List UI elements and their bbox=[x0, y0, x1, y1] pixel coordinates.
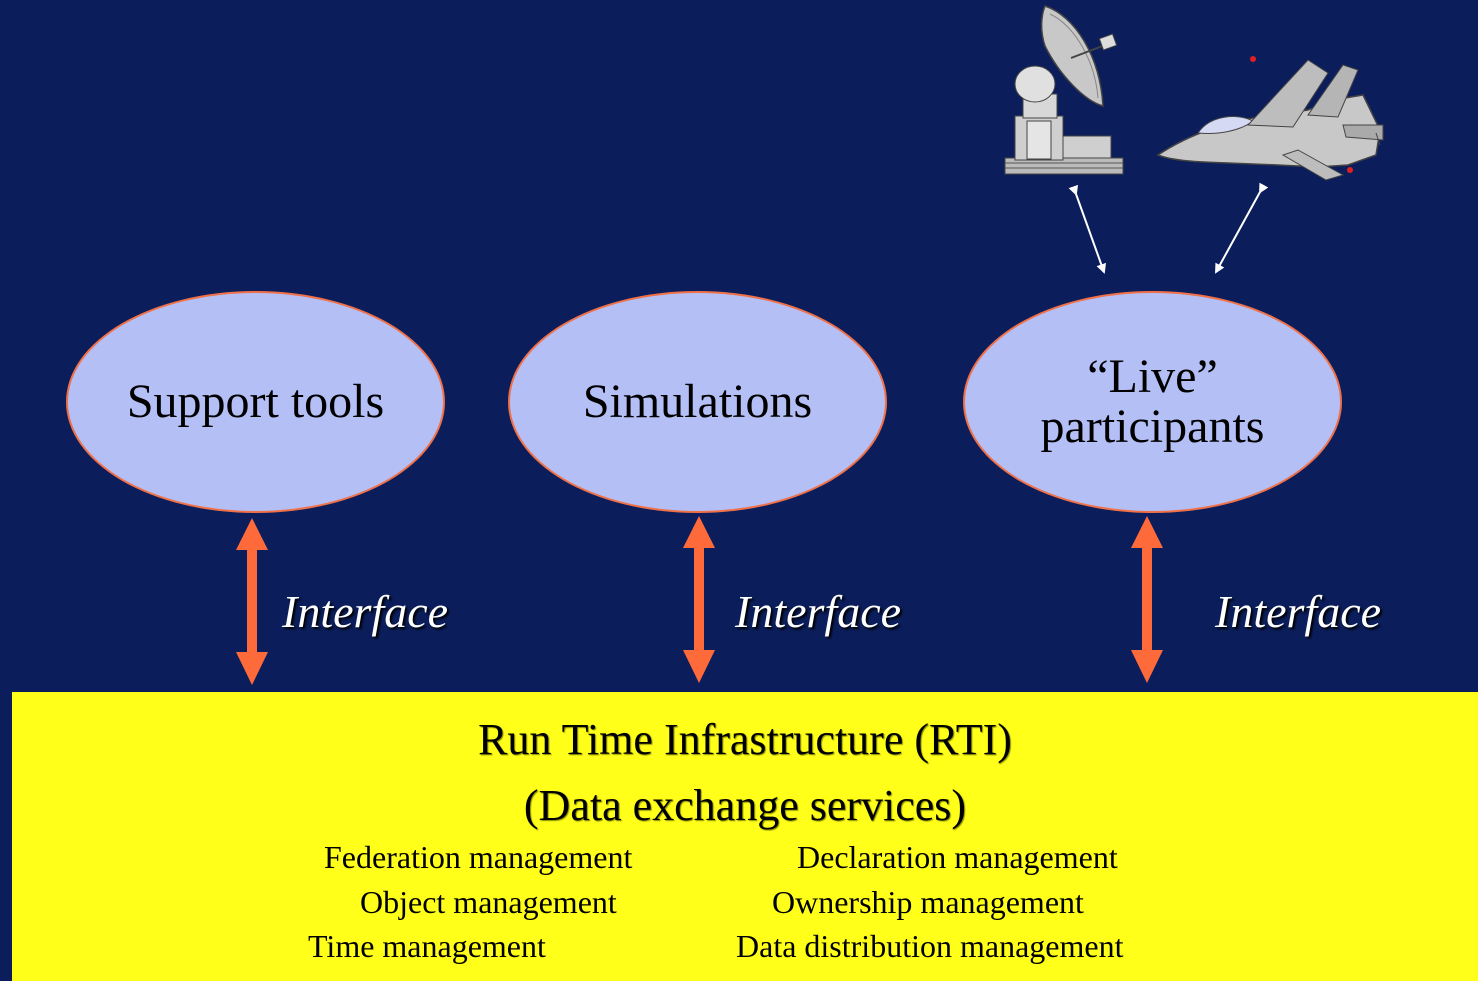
interface-arrow-1 bbox=[236, 518, 268, 685]
interface-label-1: Interface bbox=[282, 586, 449, 637]
interface-arrow-3 bbox=[1131, 516, 1163, 683]
rti-panel: Run Time Infrastructure (RTI) (Data exch… bbox=[12, 692, 1478, 981]
service-federation-management: Federation management bbox=[324, 839, 633, 875]
node-live-label-line2: participants bbox=[1040, 400, 1265, 453]
service-time-management: Time management bbox=[308, 928, 546, 964]
service-ownership-management: Ownership management bbox=[772, 884, 1084, 920]
service-declaration-management: Declaration management bbox=[797, 839, 1118, 875]
node-simulations-label: Simulations bbox=[582, 374, 813, 428]
node-support-tools-label: Support tools bbox=[126, 374, 385, 428]
interface-arrow-2 bbox=[683, 516, 715, 683]
rti-title: Run Time Infrastructure (RTI) bbox=[478, 715, 1012, 764]
jet-link-arrow bbox=[1215, 182, 1269, 274]
node-live-participants: “Live” participants bbox=[963, 291, 1342, 513]
node-simulations: Simulations bbox=[508, 291, 887, 513]
service-data-distribution-management: Data distribution management bbox=[736, 928, 1124, 964]
radar-link-arrow bbox=[1068, 184, 1107, 274]
rti-subtitle: (Data exchange services) bbox=[523, 781, 967, 830]
interface-label-2: Interface bbox=[735, 586, 902, 637]
fighter-jet-icon bbox=[1156, 56, 1384, 181]
radar-dish-icon bbox=[1004, 5, 1124, 175]
service-object-management: Object management bbox=[360, 884, 617, 920]
interface-label-3: Interface bbox=[1215, 586, 1382, 637]
node-support-tools: Support tools bbox=[66, 291, 445, 513]
node-live-label-line1: “Live” bbox=[1087, 349, 1218, 403]
